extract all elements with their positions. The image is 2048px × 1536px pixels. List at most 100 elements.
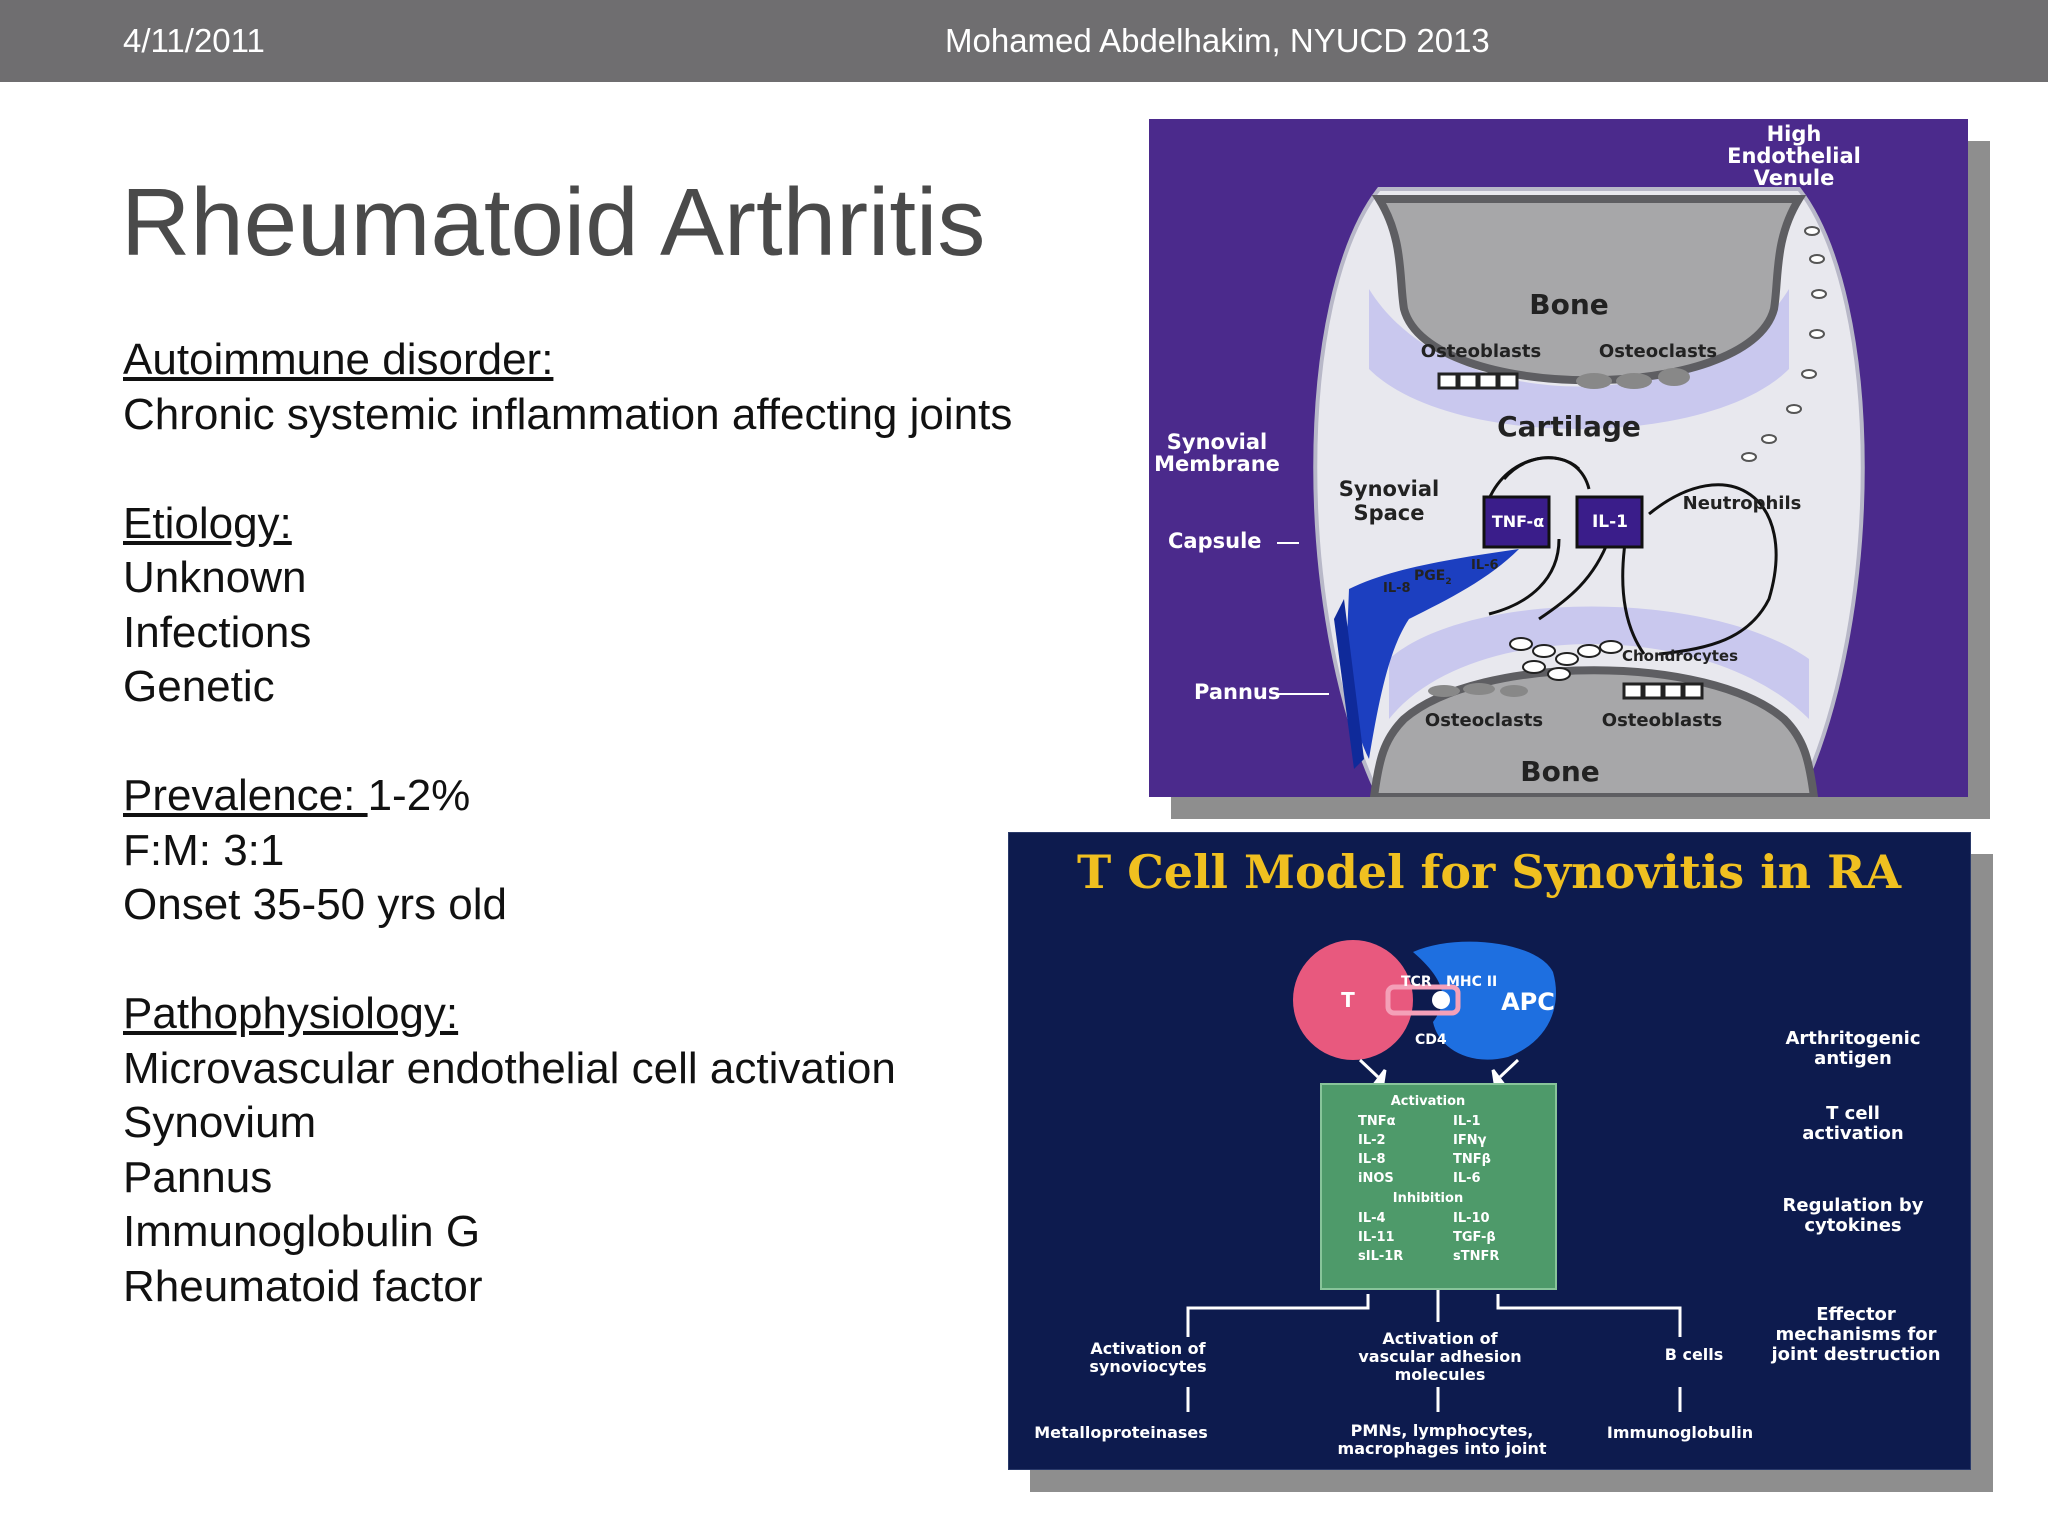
activation-left-item: iNOS	[1358, 1171, 1394, 1186]
pannus-tissue	[1346, 549, 1519, 759]
inhibition-right-item: TGF-β	[1453, 1230, 1496, 1245]
text-line: Genetic	[123, 662, 275, 711]
tnf-alpha-label: TNF-α	[1492, 512, 1544, 531]
slide-body: Autoimmune disorder: Chronic systemic in…	[123, 333, 1113, 1369]
synovial-membrane-label: Synovial	[1167, 430, 1267, 454]
activation-heading: Activation	[1391, 1094, 1466, 1109]
inhibition-left-item: IL-4	[1358, 1211, 1386, 1226]
osteoblast-cells-top	[1437, 372, 1519, 390]
right-label-line: Effector	[1816, 1304, 1896, 1325]
right-label-line: joint destruction	[1770, 1344, 1940, 1365]
outcome-metalloproteinases: Metalloproteinases	[1034, 1423, 1208, 1442]
text-line: Unknown	[123, 553, 307, 602]
hev-label-line: Venule	[1754, 166, 1835, 190]
bone-bottom-label: Bone	[1520, 755, 1600, 788]
activation-left-item: IL-8	[1358, 1152, 1386, 1167]
activation-right-item: TNFβ	[1453, 1152, 1491, 1167]
outcome-adhesion: molecules	[1395, 1365, 1486, 1384]
slide-header-bar: 4/11/2011 Mohamed Abdelhakim, NYUCD 2013	[0, 0, 2048, 82]
text-line: Synovium	[123, 1098, 317, 1147]
bone-bottom	[1369, 666, 1819, 797]
cd4-label: CD4	[1415, 1032, 1447, 1048]
tcell-diagram-title: T Cell Model for Synovitis in RA	[1077, 845, 1902, 899]
text-line: Immunoglobulin G	[123, 1207, 481, 1256]
text-line: Onset 35-50 yrs old	[123, 880, 507, 929]
cartilage-label: Cartilage	[1497, 410, 1641, 443]
right-label-line: antigen	[1814, 1048, 1892, 1069]
inhibition-left-item: IL-11	[1358, 1230, 1395, 1245]
text-line: F:M: 3:1	[123, 825, 285, 875]
cartilage-bottom	[1389, 606, 1809, 719]
osteoblasts-bottom-label: Osteoblasts	[1602, 710, 1722, 731]
outcome-synoviocytes: synoviocytes	[1089, 1357, 1206, 1376]
pannus-fronds	[1334, 599, 1364, 769]
inhibition-heading: Inhibition	[1393, 1191, 1463, 1206]
joint-diagram-figure: High Endothelial Venule Synovial Membran…	[1149, 119, 1990, 819]
synovial-space-label: Synovial	[1339, 477, 1439, 501]
bone-top-label: Bone	[1529, 288, 1609, 321]
right-label-line: cytokines	[1804, 1215, 1901, 1236]
section-pathophysiology: Pathophysiology: Microvascular endotheli…	[123, 987, 1113, 1314]
outcome-adhesion: vascular adhesion	[1358, 1347, 1521, 1366]
osteoclasts-top-label: Osteoclasts	[1599, 341, 1717, 362]
neutrophils-label: Neutrophils	[1683, 493, 1802, 514]
right-label-line: mechanisms for	[1775, 1324, 1936, 1345]
osteoblast-cells-bottom	[1622, 682, 1704, 700]
tcr-mhc-connector	[1385, 984, 1461, 1016]
right-label-line: activation	[1802, 1123, 1903, 1144]
outcome-adhesion: Activation of	[1382, 1329, 1498, 1348]
il6-label: IL-6	[1471, 558, 1499, 573]
text-line: Microvascular endothelial cell activatio…	[123, 1043, 896, 1093]
text-line: Pannus	[123, 1152, 273, 1202]
inhibition-right-item: sTNFR	[1453, 1249, 1499, 1264]
activation-left-item: IL-2	[1358, 1133, 1386, 1148]
label-pointers	[1277, 542, 1329, 695]
pannus-label: Pannus	[1194, 680, 1280, 704]
synovial-membrane-label: Membrane	[1154, 452, 1280, 476]
synovial-space-label: Space	[1353, 501, 1424, 525]
prevalence-value: 1-2%	[367, 771, 471, 820]
outcome-pmns: macrophages into joint	[1338, 1439, 1547, 1458]
osteoclast-cells-top	[1576, 368, 1690, 389]
hev-label-line: Endothelial	[1727, 144, 1861, 168]
inhibition-left-item: sIL-1R	[1358, 1249, 1403, 1264]
cytokine-box	[1320, 1083, 1557, 1290]
text-line: Infections	[123, 607, 312, 657]
slide-title: Rheumatoid Arthritis	[121, 169, 986, 276]
pge-subscript: 2	[1445, 577, 1451, 587]
activation-right-item: IL-6	[1453, 1171, 1481, 1186]
activation-right-item: IL-1	[1453, 1114, 1481, 1129]
heading-autoimmune: Autoimmune disorder:	[123, 335, 554, 384]
cytokine-arrows	[1487, 456, 1778, 656]
tcell-model-figure: T Cell Model for Synovitis in RA T APC T…	[1008, 832, 1993, 1492]
activation-arrows	[1358, 1058, 1520, 1085]
right-label-line: Regulation by	[1783, 1195, 1924, 1216]
chondrocyte-cells	[1509, 637, 1623, 681]
venule-cells	[1741, 226, 1827, 462]
heading-pathophysiology: Pathophysiology:	[123, 989, 459, 1038]
t-cell-label: T	[1341, 988, 1355, 1012]
outcome-immunoglobulin: Immunoglobulin	[1607, 1423, 1753, 1442]
il8-label: IL-8	[1383, 581, 1411, 596]
section-prevalence: Prevalence: 1-2% F:M: 3:1 Onset 35-50 yr…	[123, 769, 1113, 933]
osteoclast-cells-bottom	[1428, 683, 1528, 697]
tcr-mhc-contact	[1432, 991, 1450, 1009]
pge-label: PGE2	[1414, 568, 1452, 587]
outcome-pmns: PMNs, lymphocytes,	[1351, 1421, 1534, 1440]
osteoclasts-bottom-label: Osteoclasts	[1425, 710, 1543, 731]
activation-right-item: IFNγ	[1453, 1133, 1487, 1148]
il1-box	[1575, 495, 1644, 549]
tnf-alpha-box	[1482, 495, 1551, 549]
osteoblasts-top-label: Osteoblasts	[1421, 341, 1541, 362]
il1-label: IL-1	[1592, 512, 1628, 532]
right-label-line: Arthritogenic	[1786, 1028, 1921, 1049]
slide-author: Mohamed Abdelhakim, NYUCD 2013	[945, 22, 1490, 59]
tcr-label: TCR	[1401, 974, 1432, 990]
mhc-label: MHC II	[1446, 974, 1497, 990]
pge-base: PGE	[1414, 568, 1445, 584]
chondrocytes-label: Chondrocytes	[1622, 647, 1738, 665]
right-label-line: T cell	[1826, 1103, 1880, 1124]
text-line: Chronic systemic inflammation affecting …	[123, 389, 1013, 439]
activation-left-item: TNFα	[1358, 1114, 1396, 1129]
cartilage-top	[1369, 289, 1789, 429]
